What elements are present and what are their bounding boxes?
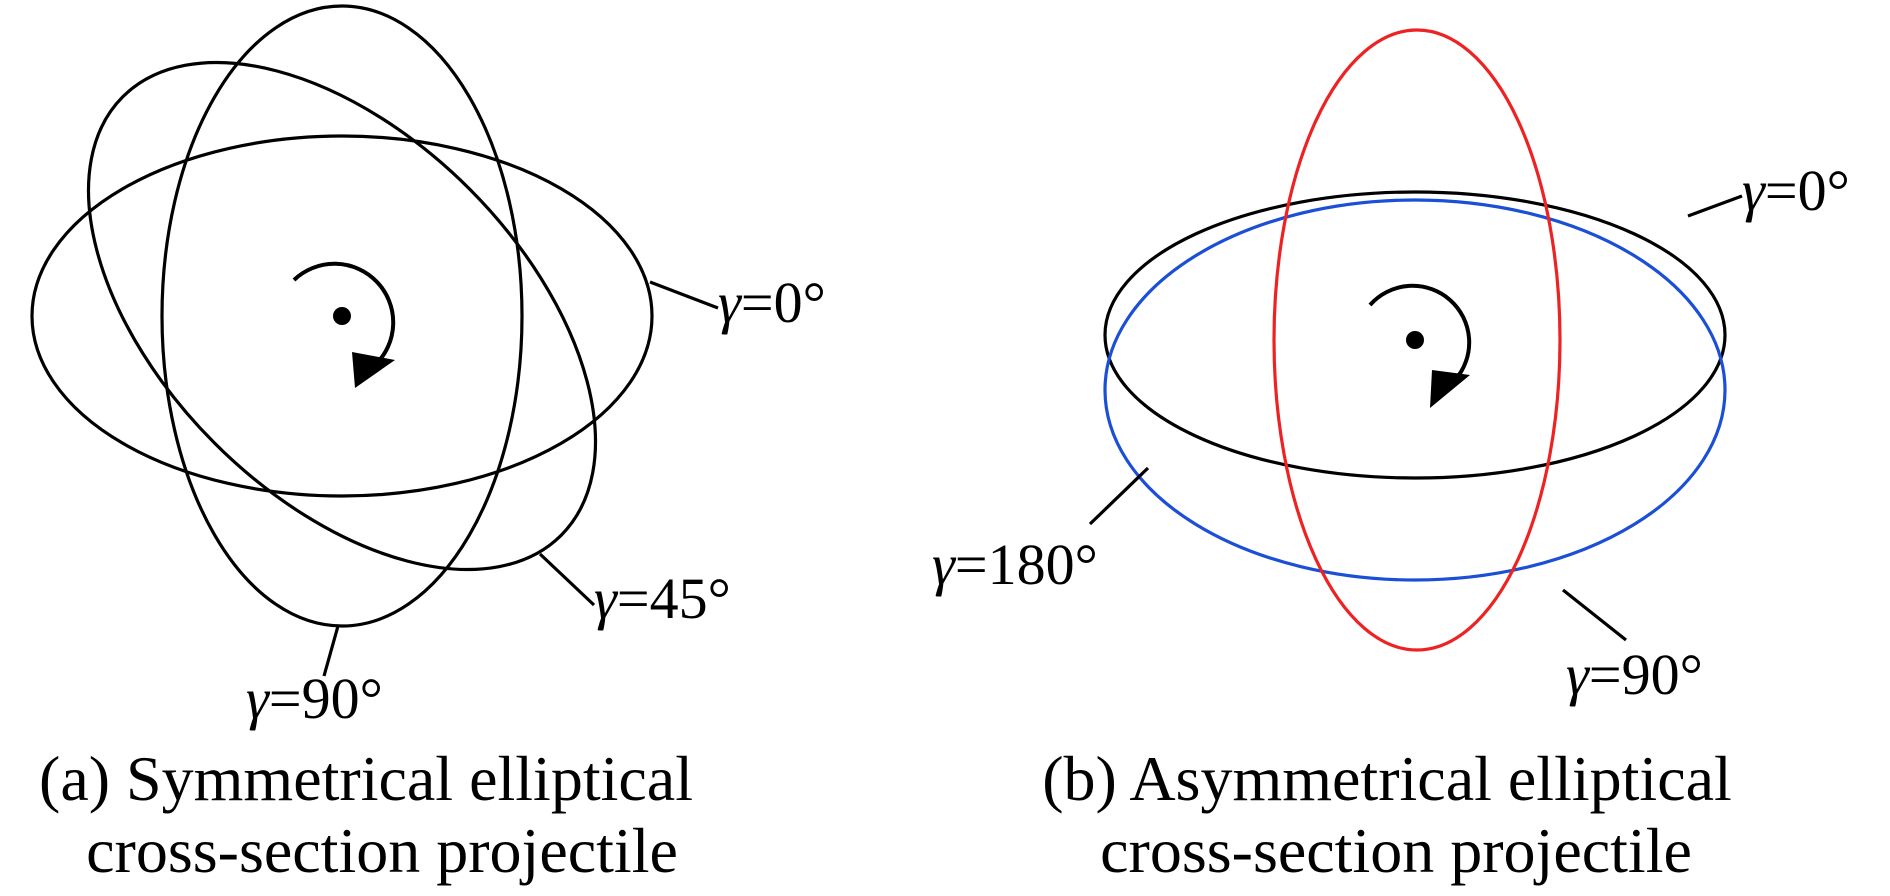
ellipse-gamma-0	[30, 134, 654, 498]
ellipse-gamma-90	[160, 4, 524, 628]
leader-line-gamma-90	[1562, 588, 1627, 642]
label-gamma-90: γ=90°	[246, 666, 383, 731]
ellipse-gamma-45	[86, 60, 598, 572]
ellipse-gamma-0	[1103, 190, 1727, 480]
leader-line-gamma-90	[322, 625, 340, 677]
clockwise-rotation-arrow-icon	[292, 261, 396, 388]
leader-line-gamma-0	[1687, 194, 1743, 218]
leader-line-gamma-0	[649, 280, 719, 310]
label-gamma-0: γ=0°	[1742, 158, 1850, 223]
label-gamma-45: γ=45°	[594, 566, 731, 631]
label-gamma-180: γ=180°	[932, 532, 1098, 597]
panel-a: γ=0° γ=45° γ=90° (a) Symmetrical ellipti…	[30, 4, 826, 886]
center-dot	[333, 307, 351, 325]
leader-line-gamma-45	[538, 552, 596, 607]
ellipse-gamma-90	[1272, 28, 1562, 652]
caption-b-line2: cross-section projectile	[1100, 815, 1692, 886]
clockwise-rotation-arrow-icon	[1368, 283, 1472, 408]
ellipse-gamma-180	[1103, 198, 1727, 582]
caption-a-line2: cross-section projectile	[86, 815, 678, 886]
label-gamma-90: γ=90°	[1566, 642, 1703, 707]
center-dot	[1406, 331, 1424, 349]
leader-line-gamma-180	[1088, 466, 1150, 526]
caption-b-line1: (b) Asymmetrical elliptical	[1042, 743, 1732, 814]
caption-a-line1: (a) Symmetrical elliptical	[39, 743, 693, 814]
label-gamma-0: γ=0°	[718, 270, 826, 335]
panel-b: γ=0° γ=180° γ=90° (b) Asymmetrical ellip…	[932, 28, 1850, 886]
